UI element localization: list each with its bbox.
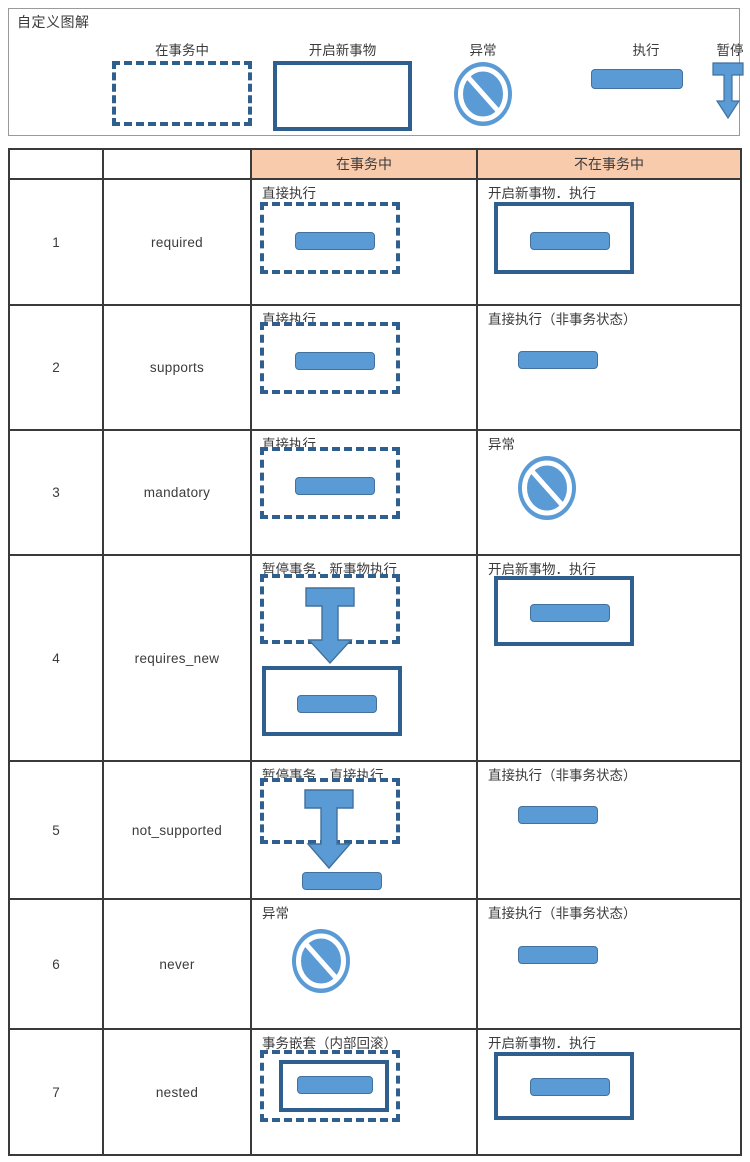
table-row: 2 supports 直接执行 直接执行（非事务状态） (8, 304, 742, 431)
cell-caption: 异常 (262, 906, 289, 921)
bar-only (478, 306, 740, 429)
prohibition-icon (290, 928, 352, 994)
legend-label-pause: 暂停 (716, 43, 744, 58)
out-transaction-cell: 直接执行（非事务状态） (476, 304, 742, 431)
legend-title: 自定义图解 (17, 14, 90, 30)
legend-label-new-transaction: 开启新事物 (308, 43, 377, 58)
cell-caption: 事务嵌套（内部回滚） (262, 1036, 397, 1051)
cell-caption: 直接执行（非事务状态） (488, 312, 637, 327)
header-cell-in-transaction: 在事务中 (250, 148, 478, 180)
out-transaction-cell: 直接执行（非事务状态） (476, 898, 742, 1030)
out-transaction-cell: 开启新事物．执行 (476, 1028, 742, 1156)
out-transaction-cell: 直接执行（非事务状态） (476, 760, 742, 900)
cell-caption: 开启新事物．执行 (488, 562, 596, 577)
dashed-box-pause-arrow-solid-box (252, 556, 476, 760)
cell-caption: 异常 (488, 437, 515, 452)
propagation-name: mandatory (102, 429, 252, 556)
bar-icon (591, 69, 683, 89)
propagation-name: supports (102, 304, 252, 431)
in-transaction-cell: 异常 (250, 898, 478, 1030)
legend-item-new-transaction: 开启新事物 (273, 39, 412, 131)
legend-label-execute: 执行 (632, 43, 660, 58)
solid-box-with-bar (478, 180, 740, 304)
row-index: 1 (8, 178, 104, 306)
solid-box-with-bar (478, 556, 740, 760)
table-row: 1 required 直接执行 开启新事物．执行 (8, 178, 742, 306)
table-row: 7 nested 事务嵌套（内部回滚） 开启新事物．执行 (8, 1028, 742, 1156)
propagation-name: requires_new (102, 554, 252, 762)
out-transaction-cell: 开启新事物．执行 (476, 178, 742, 306)
dashed-box-with-bar (252, 180, 476, 304)
legend-item-pause: 暂停 (706, 39, 750, 123)
prohibition (252, 900, 476, 1028)
row-index: 2 (8, 304, 104, 431)
cell-caption: 直接执行 (262, 186, 316, 201)
row-index: 6 (8, 898, 104, 1030)
cell-caption: 暂停事务．新事物执行 (262, 562, 397, 577)
dashed-box-icon (112, 61, 252, 126)
header-cell-name (102, 148, 252, 180)
out-transaction-cell: 异常 (476, 429, 742, 556)
pause-arrow-icon (298, 586, 362, 666)
in-transaction-cell: 暂停事务．直接执行 (250, 760, 478, 900)
cell-caption: 开启新事物．执行 (488, 1036, 596, 1051)
propagation-name: never (102, 898, 252, 1030)
solid-box-with-bar (478, 1030, 740, 1154)
bar-only (478, 762, 740, 898)
dashed-box-pause-arrow-bar (252, 762, 476, 898)
in-transaction-cell: 直接执行 (250, 304, 478, 431)
header-cell-out-transaction: 不在事务中 (476, 148, 742, 180)
table-row: 5 not_supported 暂停事务．直接执行 (8, 760, 742, 900)
dashed-box-nested-solid-box-with-bar (252, 1030, 476, 1154)
legend-item-exception: 异常 (452, 39, 514, 127)
row-index: 3 (8, 429, 104, 556)
dashed-box-with-bar (252, 306, 476, 429)
pause-arrow-icon (297, 788, 361, 872)
pause-arrow-icon (706, 61, 750, 123)
header-cell-no (8, 148, 104, 180)
table-row: 4 requires_new 暂停事务．新事物执行 (8, 554, 742, 762)
legend-label-exception: 异常 (469, 43, 497, 58)
table-header-row: 在事务中 不在事务中 (8, 148, 742, 180)
propagation-name: not_supported (102, 760, 252, 900)
prohibition-icon (452, 61, 514, 127)
cell-caption: 开启新事物．执行 (488, 186, 596, 201)
out-transaction-cell: 开启新事物．执行 (476, 554, 742, 762)
table-row: 3 mandatory 直接执行 异常 (8, 429, 742, 556)
in-transaction-cell: 暂停事务．新事物执行 (250, 554, 478, 762)
row-index: 7 (8, 1028, 104, 1156)
prohibition (478, 431, 740, 554)
propagation-name: required (102, 178, 252, 306)
cell-caption: 直接执行（非事务状态） (488, 768, 637, 783)
legend-box: 自定义图解 在事务中 开启新事物 异常 执行 (8, 8, 744, 136)
in-transaction-cell: 直接执行 (250, 178, 478, 306)
row-index: 5 (8, 760, 104, 900)
solid-box-icon (273, 61, 412, 131)
cell-caption: 直接执行（非事务状态） (488, 906, 637, 921)
bar-only (478, 900, 740, 1028)
table-row: 6 never 异常 直接执行（ (8, 898, 742, 1030)
prohibition-icon (516, 455, 578, 521)
row-index: 4 (8, 554, 104, 762)
legend-label-in-transaction: 在事务中 (155, 43, 209, 58)
dashed-box-with-bar (252, 431, 476, 554)
legend-item-in-transaction: 在事务中 (112, 39, 252, 126)
in-transaction-cell: 事务嵌套（内部回滚） (250, 1028, 478, 1156)
in-transaction-cell: 直接执行 (250, 429, 478, 556)
propagation-name: nested (102, 1028, 252, 1156)
legend-item-execute: 执行 (591, 39, 701, 89)
propagation-table: 在事务中 不在事务中 1 required 直接执行 开启新事物．执行 (8, 148, 742, 1156)
